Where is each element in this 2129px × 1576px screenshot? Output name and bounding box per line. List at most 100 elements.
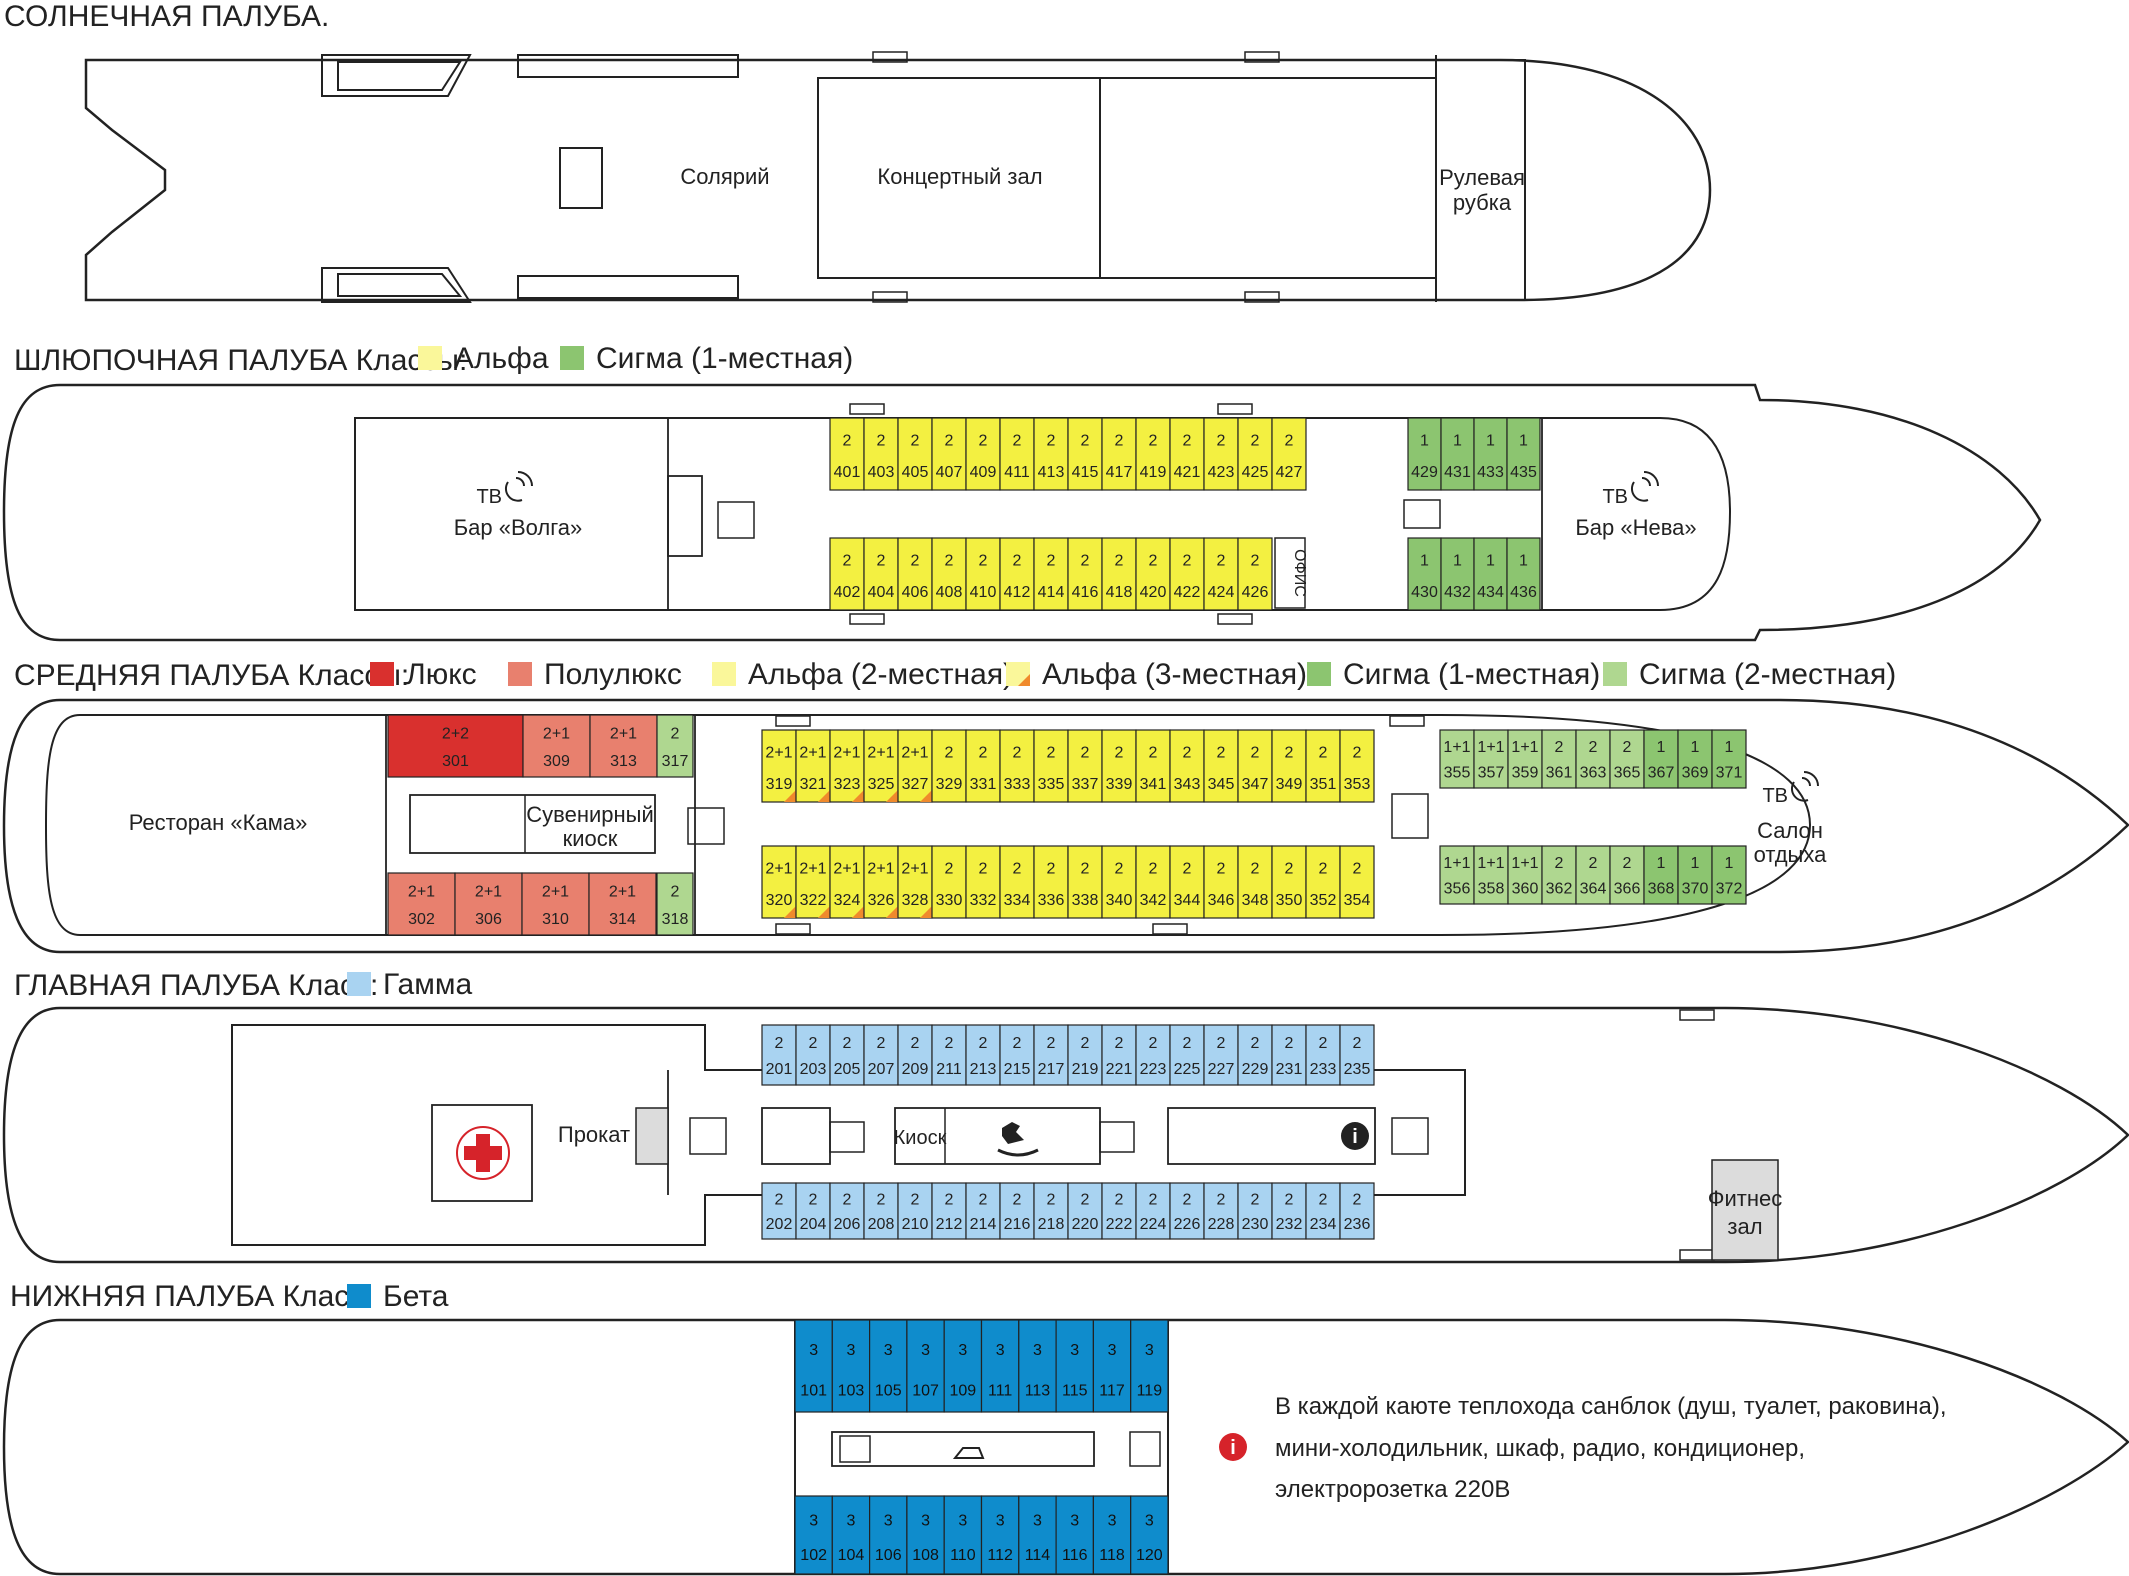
cabin-362[interactable]: 2362 [1541, 845, 1577, 905]
cabin-328[interactable]: 2+1328 [897, 845, 933, 919]
cabin-427[interactable]: 2427 [1271, 417, 1307, 491]
cabin-334[interactable]: 2334 [999, 845, 1035, 919]
cabin-201[interactable]: 2201 [761, 1024, 797, 1086]
cabin-425[interactable]: 2425 [1237, 417, 1273, 491]
cabin-235[interactable]: 2235 [1339, 1024, 1375, 1086]
cabin-109[interactable]: 3109 [943, 1319, 983, 1413]
cabin-420[interactable]: 2420 [1135, 537, 1171, 611]
cabin-219[interactable]: 2219 [1067, 1024, 1103, 1086]
cabin-309[interactable]: 2+1309 [522, 714, 591, 778]
cabin-227[interactable]: 2227 [1203, 1024, 1239, 1086]
cabin-206[interactable]: 2206 [829, 1182, 865, 1240]
cabin-338[interactable]: 2338 [1067, 845, 1103, 919]
cabin-335[interactable]: 2335 [1033, 729, 1069, 803]
cabin-367[interactable]: 1367 [1643, 729, 1679, 789]
cabin-330[interactable]: 2330 [931, 845, 967, 919]
cabin-418[interactable]: 2418 [1101, 537, 1137, 611]
cabin-118[interactable]: 3118 [1092, 1495, 1132, 1575]
cabin-306[interactable]: 2+1306 [454, 872, 523, 936]
cabin-209[interactable]: 2209 [897, 1024, 933, 1086]
cabin-339[interactable]: 2339 [1101, 729, 1137, 803]
cabin-207[interactable]: 2207 [863, 1024, 899, 1086]
cabin-313[interactable]: 2+1313 [589, 714, 658, 778]
cabin-412[interactable]: 2412 [999, 537, 1035, 611]
cabin-213[interactable]: 2213 [965, 1024, 1001, 1086]
cabin-349[interactable]: 2349 [1271, 729, 1307, 803]
cabin-203[interactable]: 2203 [795, 1024, 831, 1086]
cabin-354[interactable]: 2354 [1339, 845, 1375, 919]
cabin-365[interactable]: 2365 [1609, 729, 1645, 789]
cabin-104[interactable]: 3104 [831, 1495, 871, 1575]
cabin-114[interactable]: 3114 [1018, 1495, 1057, 1575]
cabin-407[interactable]: 2407 [931, 417, 967, 491]
cabin-222[interactable]: 2222 [1101, 1182, 1137, 1240]
cabin-320[interactable]: 2+1320 [761, 845, 797, 919]
cabin-223[interactable]: 2223 [1135, 1024, 1171, 1086]
cabin-434[interactable]: 1434 [1473, 537, 1508, 611]
cabin-431[interactable]: 1431 [1440, 417, 1475, 491]
cabin-102[interactable]: 3102 [794, 1495, 833, 1575]
cabin-322[interactable]: 2+1322 [795, 845, 831, 919]
cabin-208[interactable]: 2208 [863, 1182, 899, 1240]
cabin-106[interactable]: 3106 [868, 1495, 908, 1575]
cabin-202[interactable]: 2202 [761, 1182, 797, 1240]
cabin-433[interactable]: 1433 [1473, 417, 1508, 491]
cabin-404[interactable]: 2404 [863, 537, 899, 611]
cabin-319[interactable]: 2+1319 [761, 729, 797, 803]
cabin-411[interactable]: 2411 [999, 417, 1035, 491]
cabin-325[interactable]: 2+1325 [863, 729, 899, 803]
cabin-230[interactable]: 2230 [1237, 1182, 1273, 1240]
cabin-361[interactable]: 2361 [1541, 729, 1577, 789]
cabin-117[interactable]: 3117 [1092, 1319, 1132, 1413]
cabin-357[interactable]: 1+1357 [1473, 729, 1509, 789]
cabin-406[interactable]: 2406 [897, 537, 933, 611]
cabin-115[interactable]: 3115 [1055, 1319, 1094, 1413]
cabin-363[interactable]: 2363 [1575, 729, 1611, 789]
cabin-210[interactable]: 2210 [897, 1182, 933, 1240]
cabin-314[interactable]: 2+1314 [588, 872, 657, 936]
cabin-432[interactable]: 1432 [1440, 537, 1475, 611]
cabin-113[interactable]: 3113 [1018, 1319, 1057, 1413]
cabin-355[interactable]: 1+1355 [1439, 729, 1475, 789]
cabin-421[interactable]: 2421 [1169, 417, 1205, 491]
cabin-204[interactable]: 2204 [795, 1182, 831, 1240]
cabin-101[interactable]: 3101 [794, 1319, 833, 1413]
cabin-405[interactable]: 2405 [897, 417, 933, 491]
cabin-324[interactable]: 2+1324 [829, 845, 865, 919]
cabin-220[interactable]: 2220 [1067, 1182, 1103, 1240]
cabin-364[interactable]: 2364 [1575, 845, 1611, 905]
cabin-372[interactable]: 1372 [1711, 845, 1747, 905]
cabin-436[interactable]: 1436 [1506, 537, 1541, 611]
cabin-342[interactable]: 2342 [1135, 845, 1171, 919]
cabin-318[interactable]: 2318 [656, 872, 694, 936]
cabin-370[interactable]: 1370 [1677, 845, 1713, 905]
cabin-409[interactable]: 2409 [965, 417, 1001, 491]
cabin-356[interactable]: 1+1356 [1439, 845, 1475, 905]
cabin-103[interactable]: 3103 [831, 1319, 871, 1413]
cabin-353[interactable]: 2353 [1339, 729, 1375, 803]
cabin-346[interactable]: 2346 [1203, 845, 1239, 919]
cabin-344[interactable]: 2344 [1169, 845, 1205, 919]
cabin-224[interactable]: 2224 [1135, 1182, 1171, 1240]
cabin-333[interactable]: 2333 [999, 729, 1035, 803]
cabin-112[interactable]: 3112 [980, 1495, 1020, 1575]
cabin-352[interactable]: 2352 [1305, 845, 1341, 919]
cabin-317[interactable]: 2317 [656, 714, 694, 778]
cabin-214[interactable]: 2214 [965, 1182, 1001, 1240]
cabin-331[interactable]: 2331 [965, 729, 1001, 803]
cabin-217[interactable]: 2217 [1033, 1024, 1069, 1086]
cabin-410[interactable]: 2410 [965, 537, 1001, 611]
cabin-348[interactable]: 2348 [1237, 845, 1273, 919]
cabin-403[interactable]: 2403 [863, 417, 899, 491]
cabin-211[interactable]: 2211 [931, 1024, 967, 1086]
cabin-336[interactable]: 2336 [1033, 845, 1069, 919]
cabin-371[interactable]: 1371 [1711, 729, 1747, 789]
cabin-341[interactable]: 2341 [1135, 729, 1171, 803]
cabin-236[interactable]: 2236 [1339, 1182, 1375, 1240]
cabin-119[interactable]: 3119 [1130, 1319, 1169, 1413]
cabin-402[interactable]: 2402 [829, 537, 865, 611]
cabin-426[interactable]: 2426 [1237, 537, 1273, 611]
cabin-340[interactable]: 2340 [1101, 845, 1137, 919]
cabin-358[interactable]: 1+1358 [1473, 845, 1509, 905]
cabin-337[interactable]: 2337 [1067, 729, 1103, 803]
